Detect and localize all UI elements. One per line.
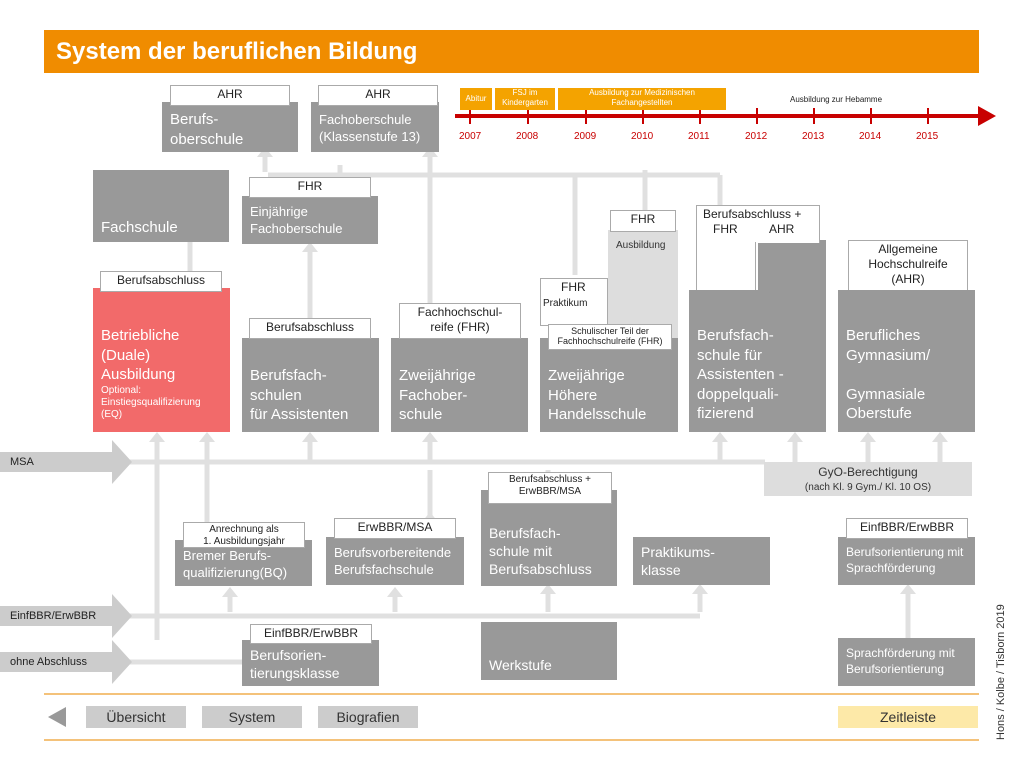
fos-einjaehrig-box[interactable]: Einjährige Fachoberschule — [242, 196, 378, 244]
bvb-name: Berufsvorbereitende Berufsfachschule — [334, 545, 452, 577]
timeline-phase-mfa: Ausbildung zur Medizinischen Fachangeste… — [558, 88, 726, 110]
fos-zweijaehrig-name: Zweijährige Fachober- schule — [399, 367, 476, 423]
fachschule-name: Fachschule — [101, 219, 178, 236]
bfs-dq-name: Berufsfach- schule für Assistenten - dop… — [697, 327, 784, 422]
hhs-school-part: Schulischer Teil der Fachhochschulreife … — [548, 324, 672, 350]
werkstufe-box[interactable]: Werkstufe — [481, 622, 617, 680]
duale-ausbildung-tag: Berufsabschluss — [100, 271, 222, 292]
hhs-ausbildung-box: Ausbildung — [608, 230, 678, 338]
einf-arrow-label: EinfBBR/ErwBBR — [10, 610, 97, 622]
back-button[interactable] — [44, 704, 70, 730]
timeline-year: 2007 — [459, 131, 482, 142]
dq-tag: Berufsabschluss + FHR AHR — [696, 205, 820, 243]
bq-name: Bremer Berufs- qualifizierung(BQ) — [183, 548, 288, 580]
hhs-praktikum-label: Praktikum — [543, 298, 588, 309]
fachoberschule13-box[interactable]: Fachoberschule (Klassenstufe 13) — [311, 102, 439, 152]
gyo-title: GyO-Berechtigung — [818, 465, 918, 479]
dq-fhr-col — [696, 242, 756, 292]
fachschule-box[interactable]: Fachschule — [93, 170, 229, 242]
bfs-ba-tag: Berufsabschluss + ErwBBR/MSA — [488, 472, 612, 504]
page-title: System der beruflichen Bildung — [56, 38, 418, 65]
bok-name: Berufsorien- tierungsklasse — [250, 647, 340, 682]
praktikumsklasse-box[interactable]: Praktikums- klasse — [633, 537, 770, 585]
hhs-fhr-tag: FHR — [610, 210, 676, 232]
timeline-year: 2014 — [859, 131, 882, 142]
gyo-sub: (nach Kl. 9 Gym./ Kl. 10 OS) — [804, 481, 932, 493]
dq-tag-line: Berufsabschluss + — [703, 207, 802, 221]
gymnasium-name: Berufliches Gymnasium/ Gymnasiale Oberst… — [846, 327, 931, 422]
hhs-ausbildung-label: Ausbildung — [616, 240, 666, 251]
bvb-tag: ErwBBR/MSA — [334, 518, 456, 539]
bfs-ba-name: Berufsfach- schule mit Berufsabschluss — [489, 525, 592, 578]
bfs-assistenten-box[interactable]: Berufsfach- schulen für Assistenten — [242, 338, 379, 432]
bo-sprach-tag: EinfBBR/ErwBBR — [846, 518, 968, 539]
nav-bio-button[interactable]: Biografien — [318, 706, 418, 728]
bfs-assistenten-tag: Berufsabschluss — [249, 318, 371, 339]
ahr-tag: Allgemeine Hochschulreife (AHR) — [848, 240, 968, 292]
duale-ausbildung-optional: Optional: Einstiegsqualifizierung (EQ) — [101, 384, 201, 420]
timeline-year: 2012 — [745, 131, 768, 142]
bok-tag: EinfBBR/ErwBBR — [250, 624, 372, 644]
timeline-phase-hebamme: Ausbildung zur Hebamme — [790, 95, 883, 104]
werkstufe-name: Werkstufe — [489, 657, 552, 673]
timeline-year: 2011 — [688, 131, 710, 142]
sprach-bo-box[interactable]: Sprachförderung mit Berufsorientierung — [838, 638, 975, 686]
title-bar: System der beruflichen Bildung — [44, 30, 979, 73]
fos-zweijaehrig-box[interactable]: Zweijährige Fachober- schule — [391, 338, 528, 432]
back-arrow-icon — [48, 707, 66, 727]
credit-text: Hons / Kolbe / Tisborn 2019 — [995, 604, 1007, 740]
bo-sprach-name: Berufsorientierung mit Sprachförderung — [846, 545, 964, 575]
fos-zweijaehrig-tag: Fachhochschul- reife (FHR) — [399, 303, 521, 339]
dq-fhr: FHR — [713, 222, 738, 236]
timeline-year: 2013 — [802, 131, 825, 142]
hhs-name: Zweijährige Höhere Handelsschule — [548, 367, 647, 423]
hhs-box[interactable]: Zweijährige Höhere Handelsschule — [540, 338, 678, 432]
berufsoberschule-tag: AHR — [170, 85, 290, 106]
bvb-box[interactable]: Berufsvorbereitende Berufsfachschule — [326, 537, 464, 585]
berufsoberschule-box[interactable]: Berufs- oberschule — [162, 102, 298, 152]
dq-ahr: AHR — [769, 222, 795, 236]
hhs-praktikum: FHR Praktikum — [540, 278, 608, 326]
sprach-bo-name: Sprachförderung mit Berufsorientierung — [846, 646, 955, 676]
bfs-ba-box[interactable]: Berufsfach- schule mit Berufsabschluss — [481, 490, 617, 586]
gymnasium-box[interactable]: Berufliches Gymnasium/ Gymnasiale Oberst… — [838, 290, 975, 432]
timeline-year: 2008 — [516, 131, 539, 142]
fachoberschule13-name: Fachoberschule (Klassenstufe 13) — [319, 112, 421, 144]
nav-overview-button[interactable]: Übersicht — [86, 706, 186, 728]
nav-system-button[interactable]: System — [202, 706, 302, 728]
timeline-phase-fsj: FSJ im Kindergarten — [495, 88, 555, 110]
timeline-year: 2009 — [574, 131, 597, 142]
bfs-dq-box[interactable]: Berufsfach- schule für Assistenten - dop… — [689, 290, 826, 432]
berufsoberschule-name: Berufs- oberschule — [170, 111, 244, 148]
bok-box[interactable]: Berufsorien- tierungsklasse — [242, 640, 379, 686]
bfs-assistenten-name: Berufsfach- schulen für Assistenten — [250, 367, 349, 423]
fos-einjaehrig-tag: FHR — [249, 177, 371, 198]
timeline-phase-abitur: Abitur — [460, 88, 492, 110]
timeline-year: 2015 — [916, 131, 939, 142]
msa-arrow-label: MSA — [10, 456, 34, 468]
duale-ausbildung-name: Betriebliche (Duale) Ausbildung — [101, 327, 180, 383]
bo-sprach-box[interactable]: Berufsorientierung mit Sprachförderung — [838, 537, 975, 585]
dq-top-box — [758, 240, 826, 290]
hhs-fhr: FHR — [561, 280, 586, 294]
fachoberschule13-tag: AHR — [318, 85, 438, 106]
gyo-box: GyO-Berechtigung (nach Kl. 9 Gym./ Kl. 1… — [764, 462, 972, 496]
fos-einjaehrig-name: Einjährige Fachoberschule — [250, 204, 343, 236]
praktikumsklasse-name: Praktikums- klasse — [641, 544, 715, 579]
nav-timeline-button[interactable]: Zeitleiste — [838, 706, 978, 728]
timeline-year: 2010 — [631, 131, 654, 142]
bq-tag: Anrechnung als 1. Ausbildungsjahr — [183, 522, 305, 548]
ohne-arrow-label: ohne Abschluss — [10, 656, 88, 668]
duale-ausbildung-box[interactable]: Betriebliche (Duale) Ausbildung Optional… — [93, 288, 230, 432]
